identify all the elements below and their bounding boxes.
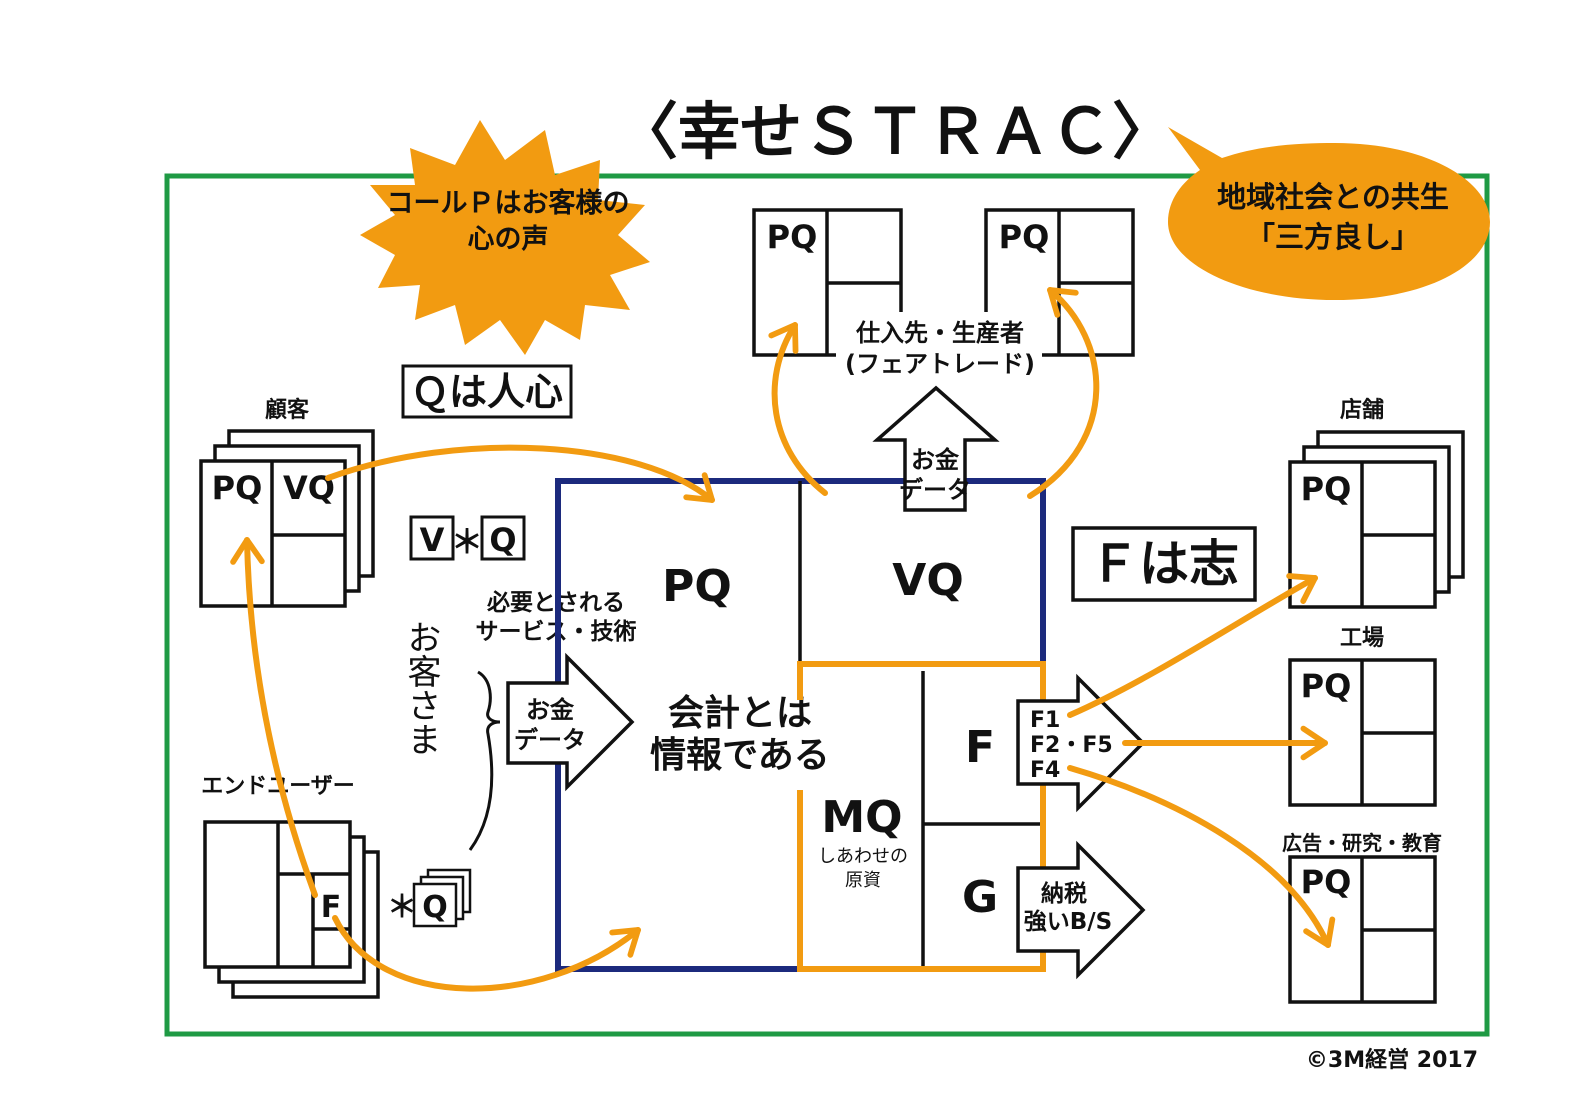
customer-label: 顧客 xyxy=(265,397,310,423)
center-line2: 情報である xyxy=(650,735,830,776)
f-list-3: F4 xyxy=(1030,758,1060,783)
star-symbol: ＊ xyxy=(451,523,483,561)
supplier-label-bg xyxy=(836,312,1042,382)
f-list-1: F1 xyxy=(1030,708,1060,733)
f-will-box xyxy=(1071,526,1257,602)
money-arrow-up: お金 データ xyxy=(872,385,1000,512)
voice-burst xyxy=(360,120,650,355)
customer-stack: PQ VQ xyxy=(199,429,375,608)
factory-label: 工場 xyxy=(1340,626,1384,651)
q-box-label: Q xyxy=(489,521,516,559)
f-cell-label: F xyxy=(965,722,995,773)
customer-pq-label: PQ xyxy=(212,469,263,507)
copyright: ©3M経営 2017 xyxy=(1306,1047,1478,1073)
flow-customer-to-pq xyxy=(325,444,715,503)
center-line1: 会計とは xyxy=(668,693,812,734)
bubble-text-line1: 地域社会との共生 xyxy=(1217,180,1449,214)
end-user-stack: F xyxy=(203,820,380,999)
bubble-text-line2: 「三方良し」 xyxy=(1246,220,1420,254)
q-heart-box xyxy=(401,364,573,419)
customer-vq-label: VQ xyxy=(283,469,335,507)
flow-f-to-ad xyxy=(1067,765,1336,948)
factory-box: PQ xyxy=(1288,658,1437,807)
tax-line1: 納税 xyxy=(1041,880,1087,907)
f-list-2: F2・F5 xyxy=(1030,733,1113,758)
outer-frame xyxy=(164,173,1490,1037)
supplier-label-line2: (フェアトレード) xyxy=(845,350,1035,378)
factory-pq-label: PQ xyxy=(1301,667,1352,705)
store-pq-label: PQ xyxy=(1301,470,1352,508)
okyaku-vertical: お客さま xyxy=(401,620,441,756)
v-box-label: V xyxy=(420,521,445,559)
tax-arrow: 納税 強いB/S xyxy=(1016,840,1146,980)
ad-research-pq-label: PQ xyxy=(1301,863,1352,901)
flow-enduser-to-customer xyxy=(230,537,318,898)
star-symbol-2: ＊ xyxy=(387,890,417,925)
brace xyxy=(468,670,501,851)
ad-research-box: PQ xyxy=(1288,855,1437,1004)
store-label: 店舗 xyxy=(1340,397,1384,423)
q-heart-label: Ｑは人心 xyxy=(411,370,563,414)
mq-label: MQ xyxy=(821,792,902,843)
mq-sub-line1: しあわせの xyxy=(818,846,908,867)
money-up-line1: お金 xyxy=(911,446,960,474)
supplier-label-line1: 仕入先・生産者 xyxy=(855,319,1024,347)
mq-box xyxy=(797,661,1046,972)
title: 〈幸せＳＴＲＡＣ〉 xyxy=(616,95,1174,168)
pq-label: PQ xyxy=(767,218,818,256)
flow-enduser-to-center xyxy=(332,915,641,992)
burst-text-line2: 心の声 xyxy=(468,224,549,255)
money-arrow-right: お金 データ xyxy=(506,652,635,792)
money-right-line2: データ xyxy=(514,726,586,754)
community-bubble xyxy=(1168,127,1490,300)
q-small-stack: Q xyxy=(412,868,472,928)
mq-sub-line2: 原資 xyxy=(845,870,881,891)
f-arrow: F1 F2・F5 F4 xyxy=(1016,673,1146,813)
pq-label: PQ xyxy=(999,218,1050,256)
v-box xyxy=(409,515,455,561)
q-small-label: Q xyxy=(422,890,448,925)
flow-f-to-store xyxy=(1067,573,1318,718)
flow-vq-to-supplier2 xyxy=(1027,287,1100,499)
tax-line2: 強いB/S xyxy=(1024,909,1113,935)
central-pq-label: PQ xyxy=(662,561,732,612)
money-right-line1: お金 xyxy=(526,696,575,724)
g-cell-label: G xyxy=(962,872,998,923)
q-box xyxy=(480,515,526,561)
money-up-line2: データ xyxy=(899,476,971,504)
f-will-label: Ｆは志 xyxy=(1089,535,1239,593)
ad-research-label: 広告・研究・教育 xyxy=(1282,831,1442,855)
burst-text-line1: コールＰはお客様の xyxy=(387,187,630,219)
flow-vq-to-supplier1 xyxy=(768,322,828,496)
central-vq-label: VQ xyxy=(892,555,963,606)
